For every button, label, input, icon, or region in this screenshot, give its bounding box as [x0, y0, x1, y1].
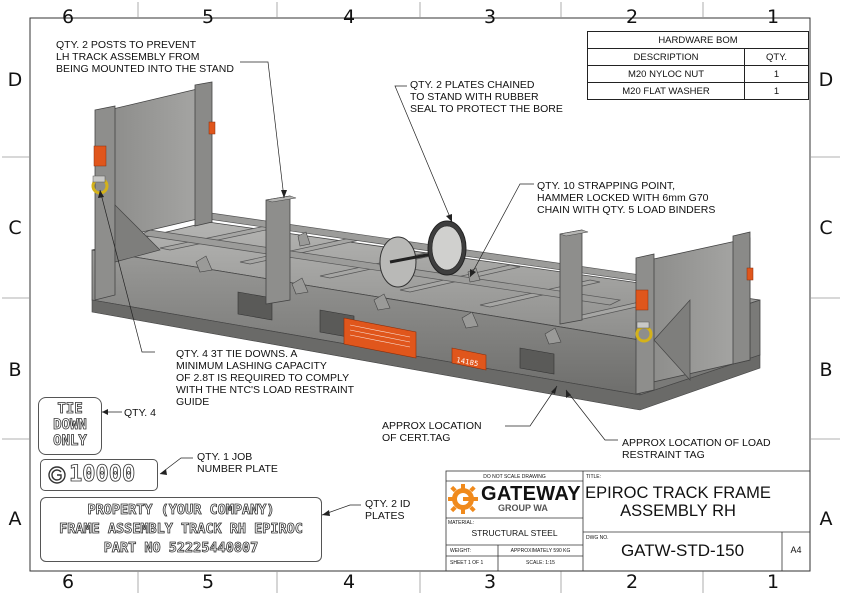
gateway-g-icon [48, 466, 66, 484]
left-post-back [194, 81, 213, 227]
left-tie-label-back [208, 121, 216, 135]
zone-row-b: B [8, 359, 22, 381]
job-number-plate: 10000 [40, 459, 158, 491]
brand-sub: GROUP WA [498, 503, 548, 513]
zone-column-4: 4 [342, 6, 356, 28]
job-number-text: 10000 [69, 462, 136, 488]
dwg-no-label: DWG NO. [586, 535, 609, 541]
note-strapping: QTY. 10 STRAPPING POINT, HAMMER LOCKED W… [537, 180, 716, 216]
drawing-title-line-2: ASSEMBLY RH [620, 502, 736, 520]
note-id-plates: QTY. 2 ID PLATES [365, 498, 411, 522]
scale-value: SCALE: 1:15 [526, 560, 555, 566]
sheet-number: SHEET 1 OF 1 [450, 560, 484, 566]
material-label: MATERIAL: [448, 520, 475, 526]
zone-column-3-bottom: 3 [483, 571, 497, 593]
right-gusset [653, 299, 691, 381]
id-plate: PROPERTY (YOUR COMPANY) FRAME ASSEMBLY T… [40, 497, 322, 562]
id-plate-line-2: FRAME ASSEMBLY TRACK RH EPIROC [59, 521, 304, 538]
right-post-back [732, 231, 751, 365]
cert-tag-plate [343, 317, 417, 359]
note-posts: QTY. 2 POSTS TO PREVENT LH TRACK ASSEMBL… [56, 39, 234, 75]
bom-cell-qty: 1 [744, 82, 809, 100]
zone-column-6-bottom: 6 [61, 571, 75, 593]
weight-label: WEIGHT: [450, 548, 471, 554]
id-plate-line-1: PROPERTY (YOUR COMPANY) [87, 502, 275, 519]
zone-row-a-right: A [819, 508, 833, 530]
material-value: STRUCTURAL STEEL [471, 528, 558, 538]
tie-down-line-2: DOWN [53, 417, 88, 434]
right-tie-label [635, 289, 649, 311]
zone-column-4-bottom: 4 [342, 571, 356, 593]
brand-name: GATEWAY [481, 483, 581, 505]
number-tag [451, 347, 487, 371]
zone-column-5: 5 [201, 6, 215, 28]
zone-row-c-right: C [819, 217, 833, 239]
tie-down-line-3: ONLY [53, 433, 88, 450]
note-plates: QTY. 2 PLATES CHAINED TO STAND WITH RUBB… [410, 79, 563, 115]
hardware-bom-table: HARDWARE BOM DESCRIPTION QTY. M20 NYLOC … [587, 31, 809, 100]
note-tie-downs: QTY. 4 3T TIE DOWNS. A MINIMUM LASHING C… [176, 348, 354, 408]
tie-down-line-1: TIE [57, 401, 83, 418]
drawing-number: GATW-STD-150 [620, 541, 745, 560]
sheet-size: A4 [790, 545, 802, 555]
right-tie-label-back [746, 267, 754, 281]
bom-row: M20 FLAT WASHER 1 [587, 82, 809, 100]
zone-column-6: 6 [61, 6, 75, 28]
zone-column-5-bottom: 5 [201, 571, 215, 593]
left-tie-label [93, 145, 107, 167]
tie-down-label: TIE DOWN ONLY [38, 397, 102, 455]
id-plate-line-3: PART NO 52225440807 [103, 540, 259, 557]
zone-row-c: C [8, 217, 22, 239]
do-not-scale: DO NOT SCALE DRAWING [483, 474, 546, 480]
drawing-title-line-1: EPIROC TRACK FRAME [585, 484, 771, 502]
zone-column-3: 3 [483, 6, 497, 28]
left-gusset [114, 204, 161, 263]
zone-row-d: D [7, 69, 23, 91]
zone-column-2-bottom: 2 [625, 571, 639, 593]
zone-row-a: A [8, 508, 22, 530]
note-cert-tag: APPROX LOCATION OF CERT.TAG [382, 420, 482, 444]
bom-cell-description: M20 FLAT WASHER [587, 82, 745, 100]
note-restraint-tag: APPROX LOCATION OF LOAD RESTRAINT TAG [622, 437, 771, 461]
note-tie-qty: QTY. 4 [124, 407, 156, 419]
note-job-plate: QTY. 1 JOB NUMBER PLATE [197, 451, 278, 475]
zone-row-d-right: D [818, 69, 834, 91]
zone-column-2: 2 [625, 6, 639, 28]
weight-value: APPROXIMATELY 590 KG [510, 548, 571, 554]
zone-column-1-bottom: 1 [766, 571, 780, 593]
zone-row-b-right: B [819, 359, 833, 381]
base-lip [91, 299, 761, 411]
gateway-logo-icon [448, 484, 478, 514]
title-label: TITLE: [586, 474, 602, 480]
zone-column-1: 1 [766, 6, 780, 28]
